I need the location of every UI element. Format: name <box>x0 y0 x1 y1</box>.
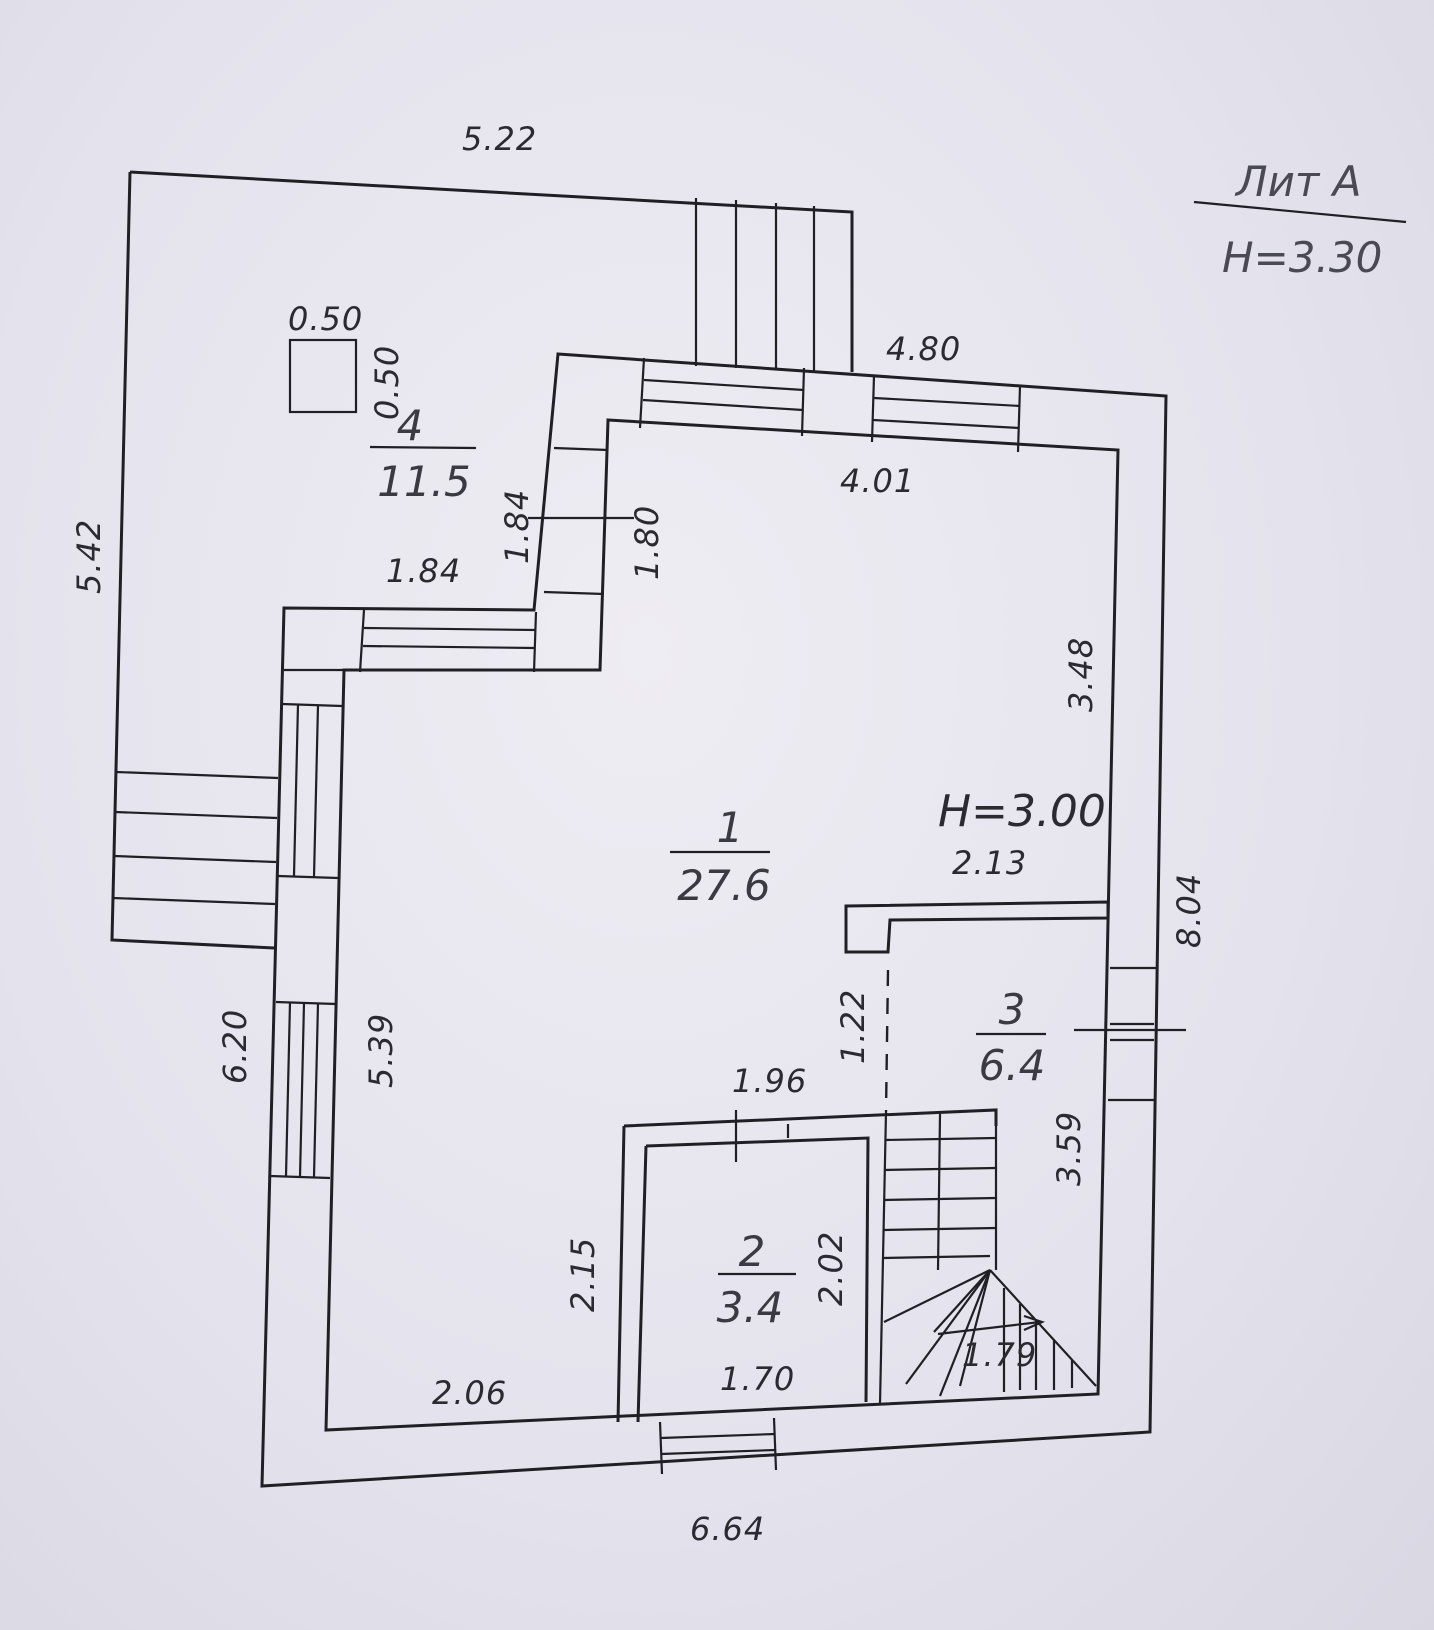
dim-inner-top: 4.01 <box>840 462 915 500</box>
dim-partition-w: 2.13 <box>952 844 1027 882</box>
dim-bottom-inner: 2.06 <box>432 1374 507 1412</box>
room2-inner <box>636 1136 870 1423</box>
annex-top-window <box>694 198 816 372</box>
dim-bottom-outer: 6.64 <box>690 1510 765 1548</box>
room4-fraction-line <box>369 445 477 450</box>
room4-area: 11.5 <box>377 457 471 506</box>
staircase <box>878 1111 1097 1405</box>
dim-left-inner: 5.39 <box>362 1013 400 1088</box>
dim-inner-step-h: 1.80 <box>628 505 666 580</box>
right-wall-window <box>1074 966 1186 1102</box>
step-wall-blocks <box>358 446 609 673</box>
room-height: H=3.00 <box>938 786 1106 837</box>
dim-room2-right: 2.02 <box>812 1231 850 1306</box>
dim-room2-top: 1.96 <box>732 1062 807 1100</box>
dim-room2-left: 2.15 <box>564 1237 602 1312</box>
dim-right-outer: 8.04 <box>1170 873 1208 948</box>
doorway-dashed <box>884 969 890 1113</box>
top-wall-window-right <box>870 375 1022 453</box>
room1-number: 1 <box>717 803 744 852</box>
annex-outer-wall <box>110 170 854 950</box>
left-wall-window-lower <box>269 1000 337 1180</box>
chimney-square <box>288 338 358 414</box>
title-block-height: H=3.30 <box>1222 233 1382 282</box>
bottom-wall-window <box>658 1417 778 1475</box>
title-block-name: Лит А <box>1234 157 1361 206</box>
dim-left-wall: 6.20 <box>216 1009 254 1084</box>
room4-number: 4 <box>397 401 424 450</box>
dim-step-h: 1.84 <box>498 489 536 564</box>
left-wall-window-upper <box>277 702 343 880</box>
partition-room3 <box>844 900 1110 954</box>
dim-right-upper: 3.48 <box>1062 637 1100 712</box>
room1-area: 27.6 <box>677 861 771 910</box>
room2-area: 3.4 <box>717 1283 784 1332</box>
dim-chimney-w: 0.50 <box>288 300 363 338</box>
dim-left-outer: 5.42 <box>70 519 108 594</box>
main-inner-wall <box>324 418 1120 1432</box>
top-wall-window-left <box>638 357 806 437</box>
room3-number: 3 <box>999 985 1026 1034</box>
dim-right-lower: 3.59 <box>1050 1111 1088 1186</box>
annex-left-window <box>112 770 279 906</box>
dim-chimney-h: 0.50 <box>368 345 406 420</box>
dim-step-w: 1.84 <box>386 552 461 590</box>
title-block-line <box>1193 200 1407 224</box>
dim-door-h: 1.22 <box>834 989 872 1064</box>
dim-top-wall: 4.80 <box>886 330 961 368</box>
room2-number: 2 <box>739 1227 766 1276</box>
dim-stair: 1.79 <box>962 1336 1037 1374</box>
dim-room2-bottom: 1.70 <box>720 1360 795 1398</box>
dim-top-outer: 5.22 <box>462 120 537 158</box>
room3-area: 6.4 <box>979 1041 1046 1090</box>
main-outer-wall <box>260 352 1168 1488</box>
